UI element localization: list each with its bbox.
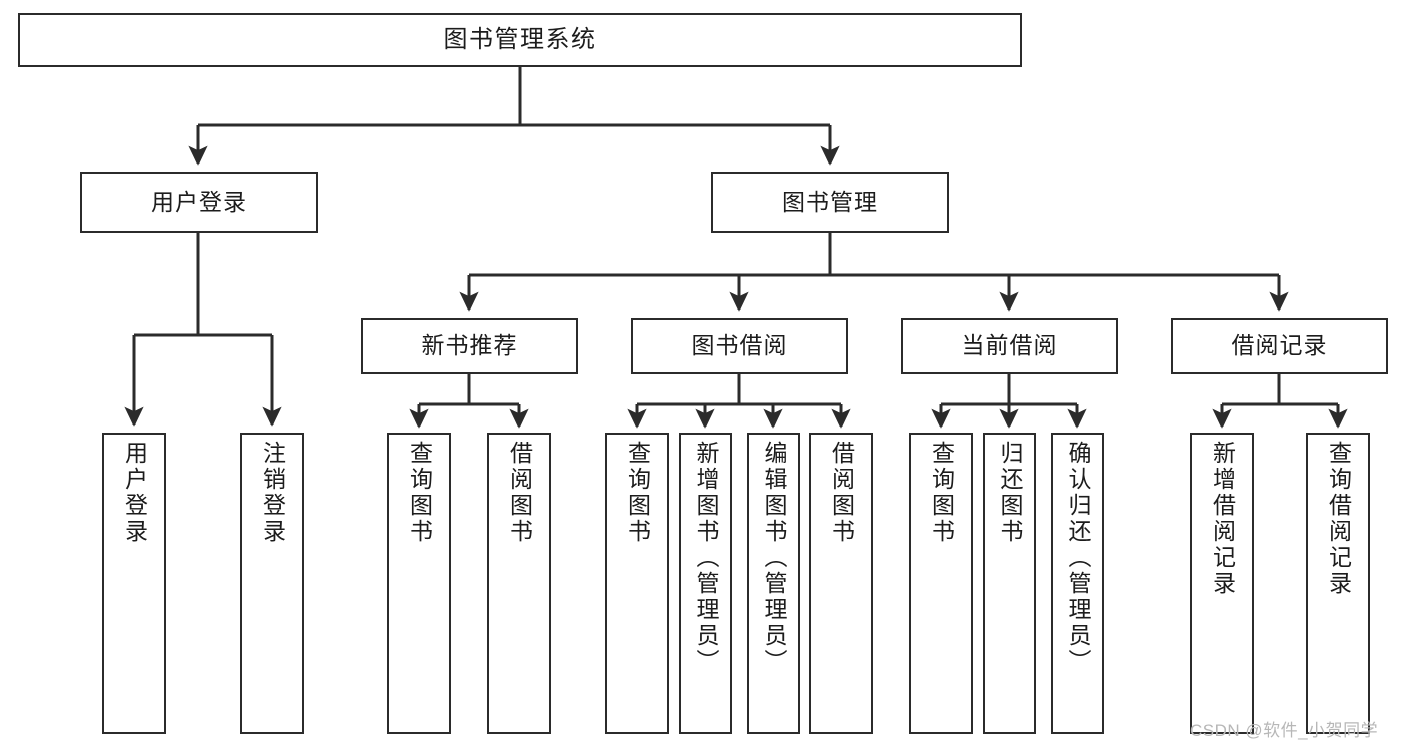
node-leaf-return-book[interactable]: 归还图书 [983,433,1036,734]
node-book-manage[interactable]: 图书管理 [711,172,949,233]
node-root[interactable]: 图书管理系统 [18,13,1022,67]
node-leaf-query-record-label: 查询借阅记录 [1325,441,1352,597]
node-leaf-query-book-1-label: 查询图书 [406,441,433,545]
node-leaf-confirm-return[interactable]: 确认归还（管理员） [1051,433,1104,734]
node-leaf-return-book-label: 归还图书 [997,441,1023,545]
node-leaf-query-book-3[interactable]: 查询图书 [909,433,973,734]
node-leaf-add-record[interactable]: 新增借阅记录 [1190,433,1254,734]
node-leaf-add-record-label: 新增借阅记录 [1209,441,1236,597]
node-leaf-query-book-1[interactable]: 查询图书 [387,433,451,734]
node-leaf-query-book-3-label: 查询图书 [928,441,955,545]
node-leaf-user-login[interactable]: 用户登录 [102,433,166,734]
node-leaf-edit-book[interactable]: 编辑图书（管理员） [747,433,800,734]
node-leaf-borrow-book-1-label: 借阅图书 [506,441,533,545]
node-leaf-user-logout-label: 注销登录 [259,441,286,545]
node-new-book-rec[interactable]: 新书推荐 [361,318,578,374]
node-book-borrow[interactable]: 图书借阅 [631,318,848,374]
node-leaf-query-book-2[interactable]: 查询图书 [605,433,669,734]
node-leaf-borrow-book-1[interactable]: 借阅图书 [487,433,551,734]
node-leaf-confirm-return-label: 确认归还（管理员） [1065,441,1091,675]
node-current-borrow-label: 当前借阅 [961,332,1058,359]
node-leaf-borrow-book-2[interactable]: 借阅图书 [809,433,873,734]
node-borrow-record-label: 借阅记录 [1231,332,1328,359]
node-leaf-query-record[interactable]: 查询借阅记录 [1306,433,1370,734]
node-current-borrow[interactable]: 当前借阅 [901,318,1118,374]
node-borrow-record[interactable]: 借阅记录 [1171,318,1388,374]
node-leaf-user-login-label: 用户登录 [121,441,148,545]
node-leaf-add-book-label: 新增图书（管理员） [693,441,719,675]
node-root-label: 图书管理系统 [443,25,597,53]
node-user-login-label: 用户登录 [151,188,247,215]
node-new-book-rec-label: 新书推荐 [421,332,518,359]
node-book-manage-label: 图书管理 [782,188,878,215]
node-leaf-add-book[interactable]: 新增图书（管理员） [679,433,732,734]
csdn-watermark: CSDN @软件_小贺同学 [1190,721,1379,740]
node-leaf-user-logout[interactable]: 注销登录 [240,433,304,734]
node-user-login[interactable]: 用户登录 [80,172,318,233]
node-leaf-query-book-2-label: 查询图书 [624,441,651,545]
node-book-borrow-label: 图书借阅 [691,332,788,359]
node-leaf-borrow-book-2-label: 借阅图书 [828,441,855,545]
node-leaf-edit-book-label: 编辑图书（管理员） [761,441,787,675]
